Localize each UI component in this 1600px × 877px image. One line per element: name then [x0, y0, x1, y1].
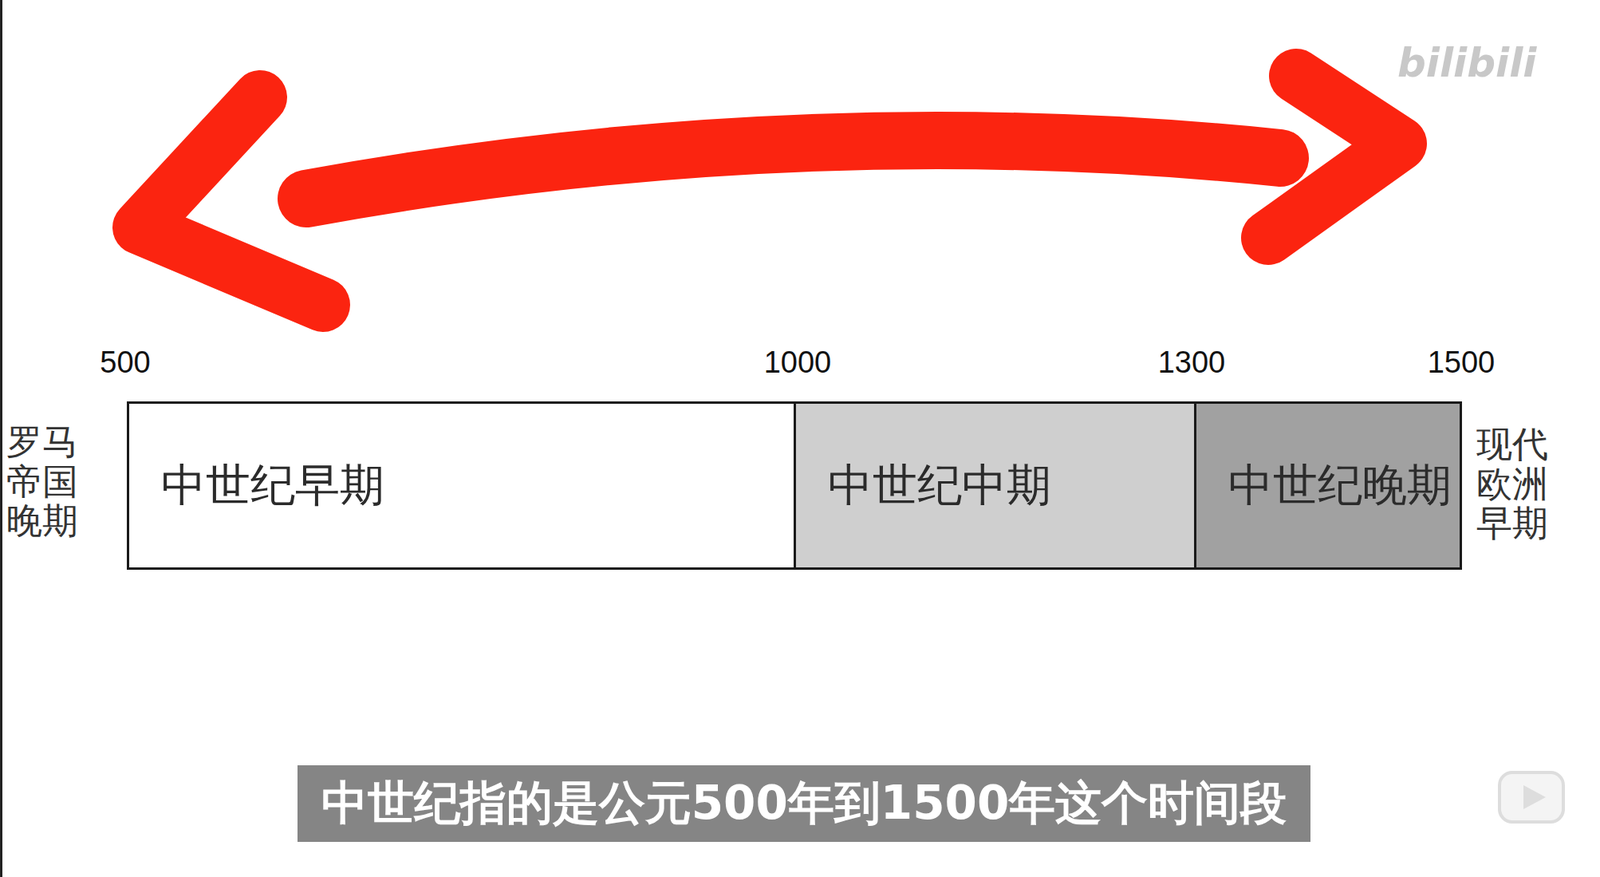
- watermark: bilibili: [1397, 39, 1537, 87]
- year-number: 1300: [1158, 345, 1226, 380]
- era-label: 罗马帝国晚期: [6, 422, 79, 542]
- arrow-shaft: [306, 140, 1281, 199]
- period-box: 中世纪晚期: [1194, 401, 1463, 570]
- play-icon: [1499, 772, 1564, 822]
- year-number: 1500: [1427, 345, 1496, 380]
- period-box: 中世纪中期: [793, 401, 1197, 570]
- arrow-head-left: [139, 97, 324, 305]
- year-number: 1000: [764, 345, 832, 380]
- era-label: 现代欧洲早期: [1476, 425, 1549, 544]
- period-box: 中世纪早期: [126, 401, 797, 570]
- period-name: 中世纪中期: [827, 455, 1052, 517]
- year-number: 500: [99, 345, 150, 380]
- subtitle: 中世纪指的是公元500年到1500年这个时间段: [297, 764, 1312, 842]
- arrow-head-right: [1268, 75, 1400, 238]
- play-frame: [1499, 772, 1564, 822]
- period-name: 中世纪晚期: [1228, 455, 1452, 517]
- period-name: 中世纪早期: [161, 455, 385, 517]
- play-triangle: [1523, 784, 1546, 809]
- double-arrow: [139, 75, 1400, 305]
- edge-line: [0, 0, 3, 877]
